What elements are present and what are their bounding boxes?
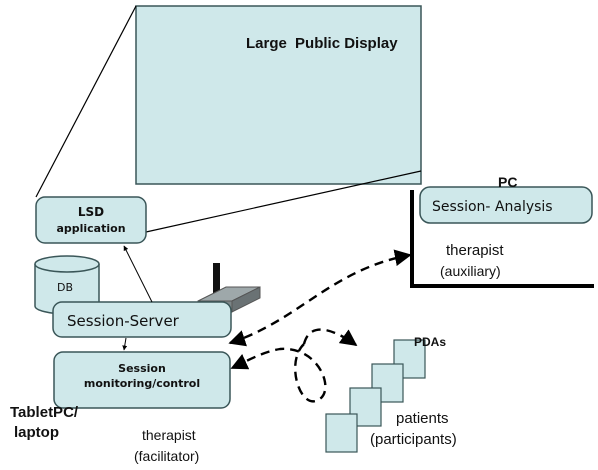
- lsd-app-line2: application: [56, 222, 125, 235]
- svg-text:Large Public Display: Large Public Display: [246, 35, 398, 52]
- therapist-facilitator-line2: (facilitator): [134, 448, 199, 464]
- server-to-lsd-arrow: [123, 245, 153, 303]
- dashed-arrow-to-pdas: [302, 328, 358, 346]
- session-server-box: Session-Server: [52, 301, 232, 338]
- large-display-label-2: Public Display: [295, 35, 398, 52]
- large-display-label-1: Large: [246, 35, 287, 52]
- pc-label: PC: [498, 174, 517, 190]
- server-pc-dashed-arrow: [228, 249, 412, 347]
- db-label: DB: [57, 281, 73, 294]
- pdas-label: PDAs: [414, 335, 446, 349]
- pc-workstation: PC Session- Analysis therapist (auxiliar…: [410, 174, 594, 288]
- large-public-display: Large Public Display: [135, 5, 422, 185]
- server-to-monitoring-arrow: [122, 337, 128, 351]
- projection-line-bottom: [145, 170, 422, 233]
- session-monitoring-box: Session monitoring/control: [53, 351, 231, 409]
- tablet-line1: TabletPC/: [10, 404, 79, 421]
- pda-stack: [325, 339, 426, 453]
- patients-line1: patients: [396, 410, 449, 427]
- pda-device-4: [325, 413, 358, 453]
- therapist-auxiliary-line2: (auxiliary): [440, 263, 501, 279]
- therapist-facilitator-line1: therapist: [142, 427, 196, 443]
- tablet-line2: laptop: [14, 424, 59, 441]
- lsd-app-line1: LSD: [78, 205, 104, 219]
- therapist-auxiliary-line1: therapist: [446, 242, 504, 259]
- dashed-loop-to-monitoring: [230, 343, 327, 403]
- lsd-application-box: LSD application: [35, 196, 147, 244]
- projection-line-top: [35, 5, 137, 198]
- session-monitoring-line1: Session: [118, 362, 166, 375]
- patients-line2: (participants): [370, 431, 457, 448]
- session-analysis-label: Session- Analysis: [432, 199, 553, 215]
- session-monitoring-line2: monitoring/control: [84, 377, 200, 390]
- session-server-label: Session-Server: [67, 312, 180, 330]
